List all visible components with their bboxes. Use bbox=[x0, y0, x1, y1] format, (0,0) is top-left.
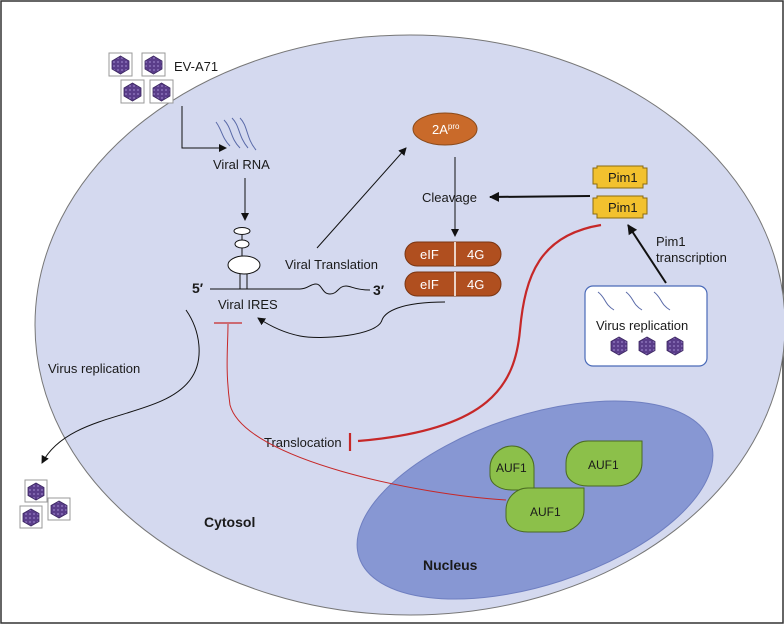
virion-icon bbox=[120, 79, 145, 104]
viral-rna-label: Viral RNA bbox=[213, 157, 270, 172]
viral-translation-arrow bbox=[316, 147, 407, 249]
virion-icon bbox=[108, 52, 133, 77]
4g-label: 4G bbox=[467, 247, 484, 262]
eif4g-complex-1: eIF 4G bbox=[404, 241, 502, 267]
virion-icon bbox=[141, 52, 166, 77]
mrna-line bbox=[210, 283, 371, 295]
auf1-protein-2: AUF1 bbox=[565, 440, 643, 487]
auf1-protein-1: AUF1 bbox=[489, 445, 535, 491]
2a-protease-label: 2Apro bbox=[432, 122, 460, 137]
eif4g-to-ires-arrow bbox=[257, 301, 446, 338]
virion-icon bbox=[19, 505, 43, 529]
three-prime-label: 3′ bbox=[373, 282, 385, 298]
cytosol-label: Cytosol bbox=[204, 514, 255, 530]
virion-icon bbox=[24, 479, 48, 503]
eif4g-complex-2: eIF 4G bbox=[404, 271, 502, 297]
pim1-inhibition-line bbox=[357, 223, 602, 443]
virus-replication-box: Virus replication bbox=[584, 285, 708, 367]
auf1-label: AUF1 bbox=[588, 458, 619, 472]
virion-icon-group-bottom bbox=[19, 479, 71, 529]
ires-structure-icon bbox=[227, 227, 261, 289]
virus-replication-box-label: Virus replication bbox=[596, 318, 688, 333]
4g-label: 4G bbox=[467, 277, 484, 292]
auf1-protein-3: AUF1 bbox=[505, 487, 585, 533]
virion-icon bbox=[610, 336, 628, 356]
eif-label: eIF bbox=[420, 247, 439, 262]
pim1-to-cleavage-arrow bbox=[489, 191, 591, 202]
ev-a71-label: EV-A71 bbox=[174, 59, 218, 74]
virion-icon bbox=[149, 79, 174, 104]
five-prime-label: 5′ bbox=[192, 280, 204, 296]
pim1-label: Pim1 bbox=[608, 200, 638, 215]
virus-replication-left-label: Virus replication bbox=[48, 361, 140, 376]
auf1-inhibition-line bbox=[226, 323, 507, 501]
auf1-label: AUF1 bbox=[496, 461, 527, 475]
viral-ires-label: Viral IRES bbox=[218, 297, 278, 312]
pim1-transcription-label-line2: transcription bbox=[656, 250, 727, 265]
viral-rna-icon bbox=[215, 117, 257, 151]
viral-translation-label: Viral Translation bbox=[285, 257, 378, 272]
pim1-transcription-label-line1: Pim1 bbox=[656, 234, 686, 249]
pim1-box-1: Pim1 bbox=[592, 165, 648, 189]
cleavage-label: Cleavage bbox=[422, 190, 477, 205]
nucleus-label: Nucleus bbox=[423, 557, 478, 573]
virion-icon bbox=[47, 497, 71, 521]
virus-release-arrow bbox=[41, 309, 200, 464]
virion-icon bbox=[666, 336, 684, 356]
virion-icon-group-top bbox=[108, 52, 174, 104]
eif-label: eIF bbox=[420, 277, 439, 292]
translocation-label: Translocation bbox=[264, 435, 342, 450]
pim1-box-2: Pim1 bbox=[592, 195, 648, 219]
2a-protease bbox=[412, 112, 478, 146]
pim1-transcription-arrow bbox=[627, 224, 667, 284]
pim1-label: Pim1 bbox=[608, 170, 638, 185]
entry-arrow bbox=[181, 106, 227, 152]
auf1-label: AUF1 bbox=[530, 505, 561, 519]
virion-icon bbox=[638, 336, 656, 356]
